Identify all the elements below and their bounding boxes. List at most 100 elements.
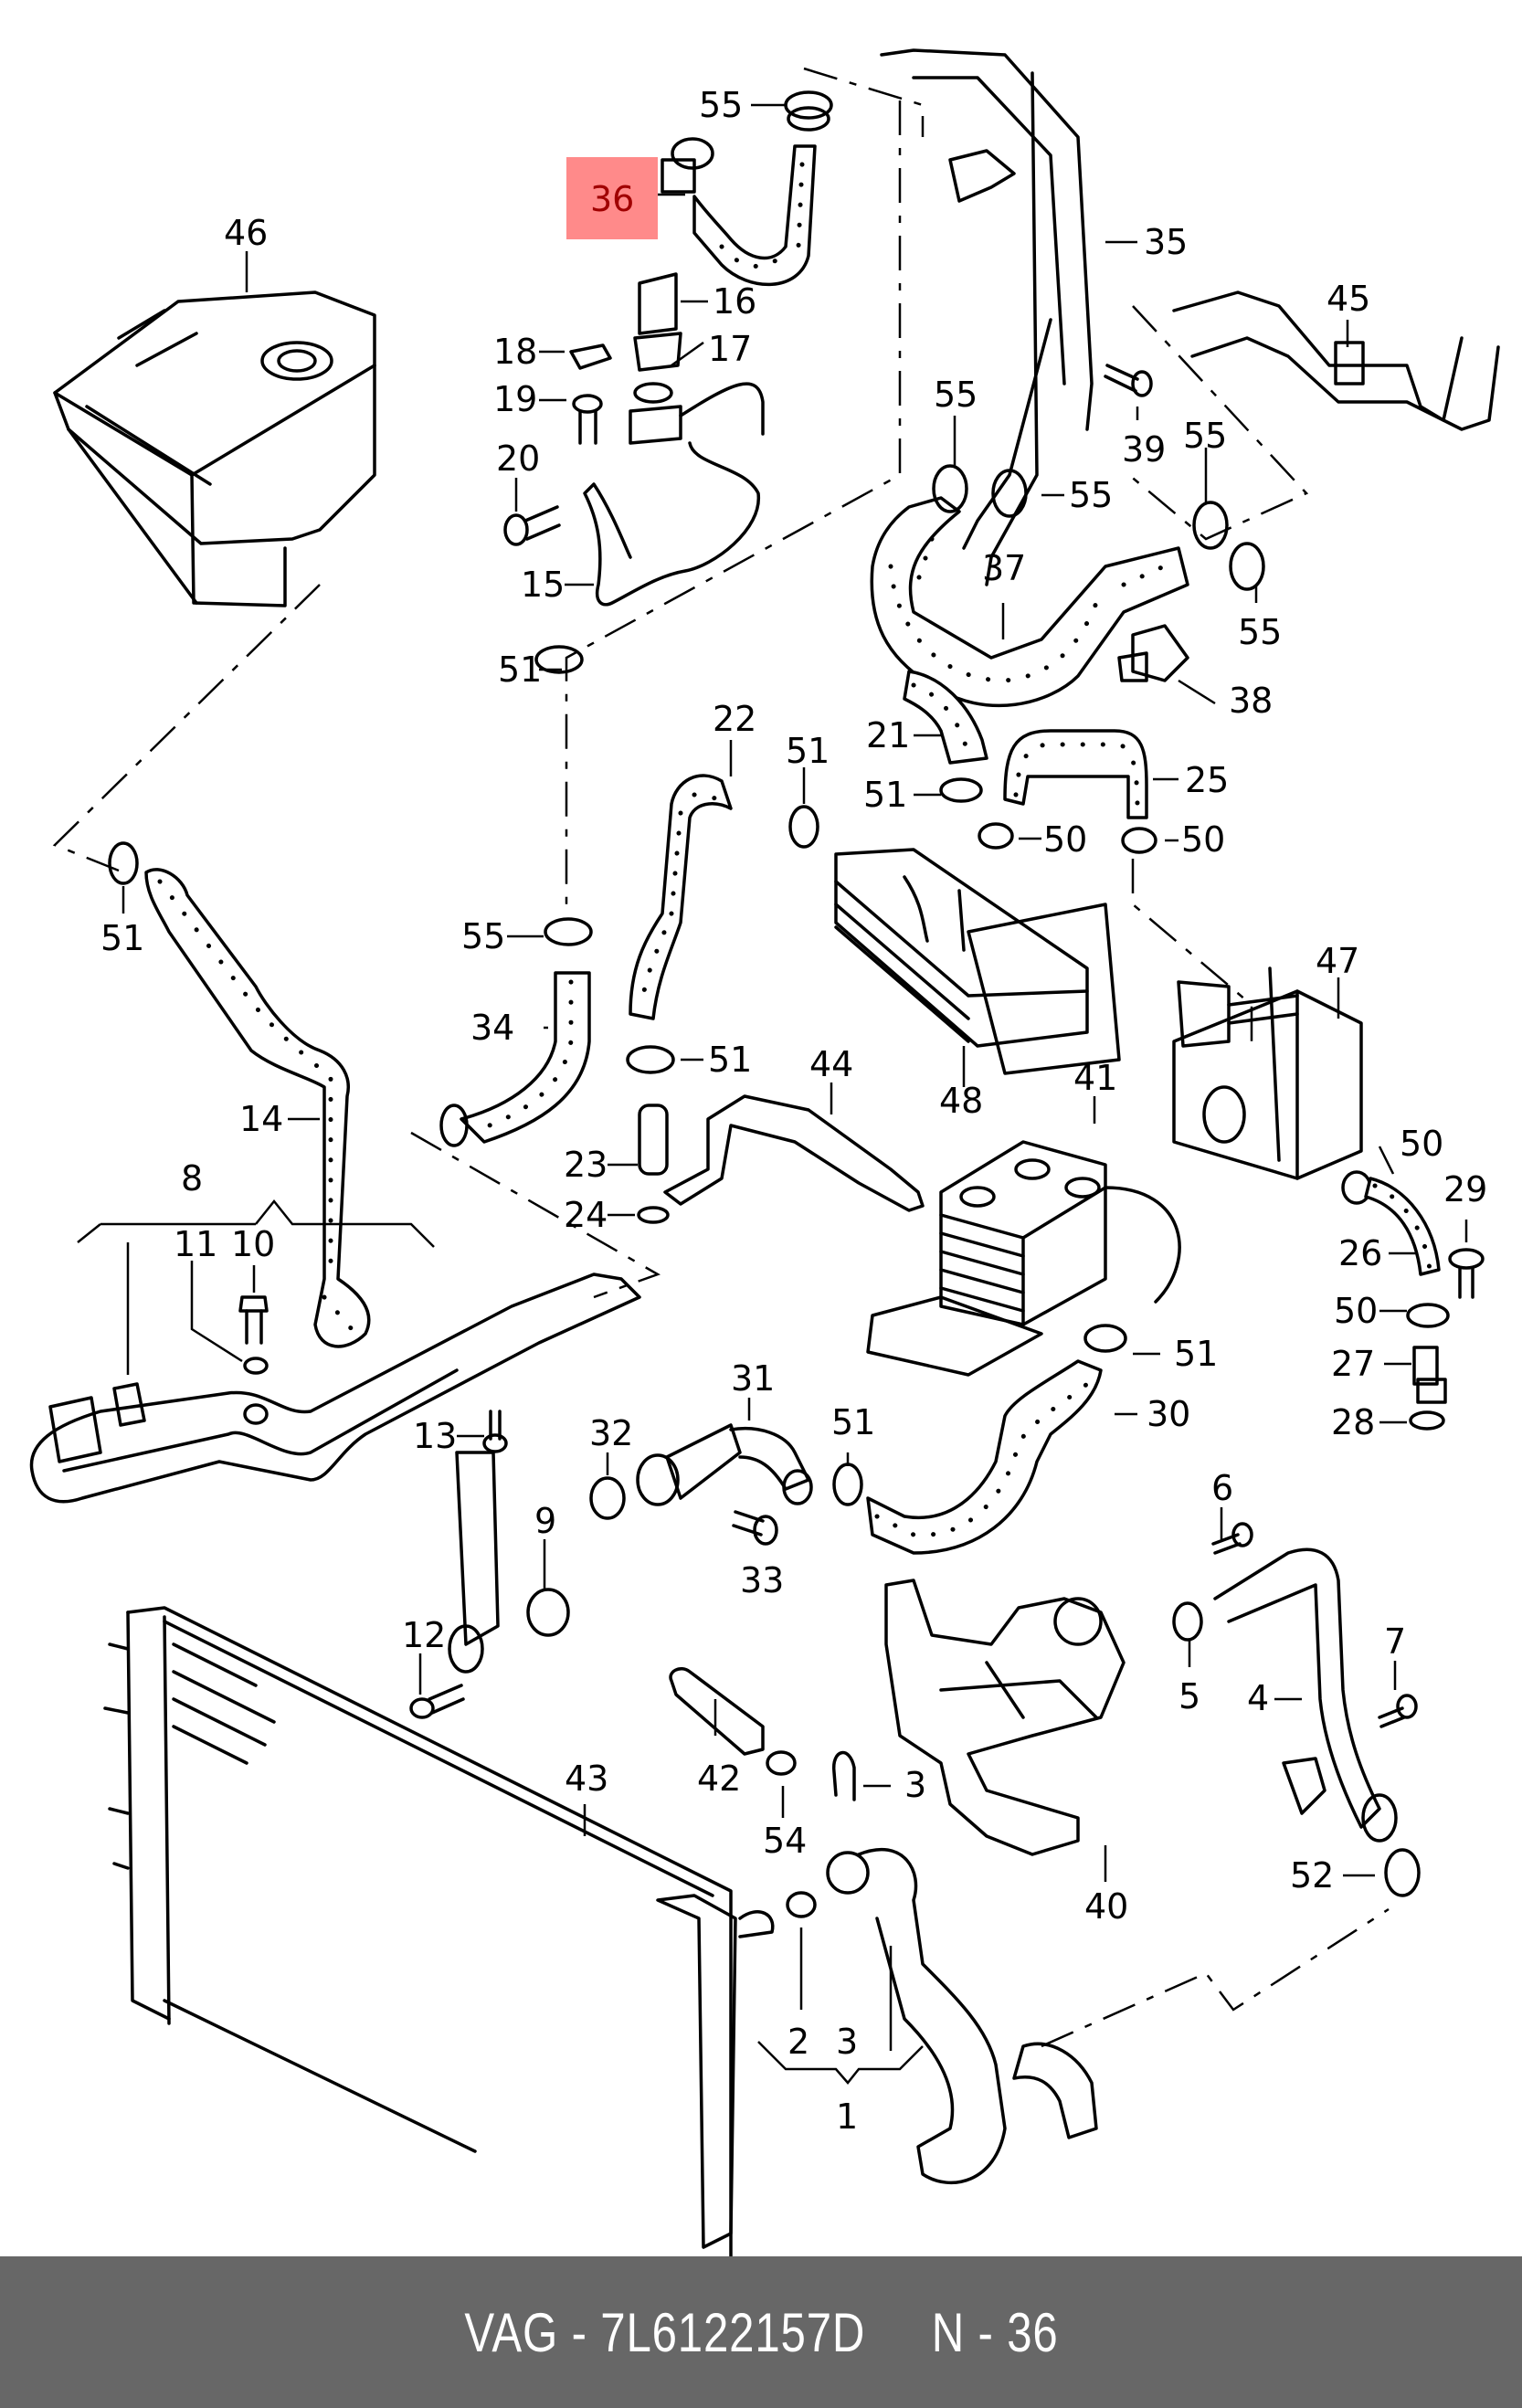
label-55[interactable]: 55 [934,375,978,415]
label-45[interactable]: 45 [1326,279,1370,319]
label-3[interactable]: 3 [904,1765,926,1805]
label-29[interactable]: 29 [1443,1169,1487,1209]
part-46-expansion-tank[interactable] [53,290,376,607]
part-54-clamp[interactable] [766,1750,797,1776]
part-43-radiator[interactable] [103,1606,775,2256]
label-38[interactable]: 38 [1229,681,1273,721]
label-51[interactable]: 51 [786,731,830,771]
label-48[interactable]: 48 [939,1081,983,1121]
label-50[interactable]: 50 [1334,1291,1378,1331]
label-1[interactable]: 1 [836,2096,858,2137]
part-41-oil-cooler[interactable] [866,1140,1181,1377]
part-42-hose[interactable] [669,1667,765,1756]
part-55-clamp[interactable] [784,90,833,132]
label-50[interactable]: 50 [1043,819,1087,860]
label-55[interactable]: 55 [699,85,743,125]
label-5[interactable]: 5 [1178,1676,1200,1716]
label-12[interactable]: 12 [402,1615,446,1655]
label-24[interactable]: 24 [564,1195,608,1235]
part-18-clip[interactable] [569,343,612,370]
label-2[interactable]: 2 [787,2022,809,2062]
part-11-seal[interactable] [243,1357,269,1375]
label-51[interactable]: 51 [708,1040,752,1080]
part-9-seal[interactable] [526,1588,570,1637]
part-23-connector[interactable] [638,1104,669,1176]
label-39[interactable]: 39 [1122,429,1166,470]
label-27[interactable]: 27 [1331,1344,1375,1384]
label-9[interactable]: 9 [534,1501,556,1541]
label-55[interactable]: 55 [461,916,505,956]
part-17-seal[interactable] [633,382,673,404]
label-25[interactable]: 25 [1185,760,1229,800]
part-26-hose[interactable] [1364,1177,1441,1276]
part-36-hose[interactable] [661,137,817,286]
label-50[interactable]: 50 [1181,819,1225,860]
label-52[interactable]: 52 [1290,1855,1334,1896]
label-11[interactable]: 11 [174,1224,217,1264]
label-51[interactable]: 51 [1174,1334,1218,1374]
part-24-seal[interactable] [637,1206,670,1224]
part-28-seal[interactable] [1409,1410,1445,1431]
label-41[interactable]: 41 [1073,1058,1117,1098]
part-37-hose[interactable] [870,496,1189,708]
label-26[interactable]: 26 [1338,1233,1382,1273]
part-1-hose-assembly[interactable] [826,1847,1098,2185]
part-19-bolt[interactable] [572,394,603,445]
label-13[interactable]: 13 [413,1416,457,1456]
part-21-hose[interactable] [903,670,988,765]
label-20[interactable]: 20 [496,438,540,479]
label-3[interactable]: 3 [836,2022,858,2062]
label-55[interactable]: 55 [1069,475,1113,515]
label-6[interactable]: 6 [1211,1468,1233,1508]
label-23[interactable]: 23 [564,1145,608,1185]
label-21[interactable]: 21 [866,715,910,755]
part-4-pipe[interactable] [1213,1547,1398,1843]
part-14-hose[interactable] [144,868,371,1348]
label-7[interactable]: 7 [1384,1621,1406,1662]
part-16-sensor[interactable] [633,272,682,372]
highlighted-part-callout[interactable]: 36 [566,157,658,239]
clamps-51[interactable] [108,645,1127,1506]
part-25-hose[interactable] [1003,729,1148,819]
label-55[interactable]: 55 [1238,612,1282,652]
part-7-bolt[interactable] [1378,1694,1418,1728]
label-51[interactable]: 51 [100,918,144,958]
label-46[interactable]: 46 [224,213,268,253]
clamps-55[interactable] [932,464,1265,591]
part-27-connector[interactable] [1412,1346,1447,1404]
part-20-bolt[interactable] [503,505,561,546]
part-39-bolt[interactable] [1104,364,1153,397]
label-54[interactable]: 54 [763,1821,807,1861]
label-17[interactable]: 17 [708,329,752,369]
part-15-pipe[interactable] [583,382,765,607]
part-47-egr-valve[interactable] [1172,966,1363,1180]
label-42[interactable]: 42 [697,1758,741,1799]
label-19[interactable]: 19 [493,379,537,419]
label-51[interactable]: 51 [863,775,907,815]
label-28[interactable]: 28 [1331,1402,1375,1442]
part-2-seal[interactable] [786,1891,817,1918]
label-14[interactable]: 14 [239,1099,283,1139]
clamps-50[interactable] [978,822,1450,1328]
label-43[interactable]: 43 [565,1758,608,1799]
label-47[interactable]: 47 [1316,941,1359,981]
label-55[interactable]: 55 [1183,416,1227,456]
part-13-bolt[interactable] [482,1410,508,1453]
part-8-pipe-assembly[interactable] [29,1273,641,1504]
part-32-seal[interactable] [589,1476,626,1520]
label-18[interactable]: 18 [493,332,537,372]
part-3-clip[interactable] [832,1750,856,1801]
part-30-hose[interactable] [866,1359,1103,1555]
label-51[interactable]: 51 [498,650,542,690]
label-22[interactable]: 22 [713,699,756,739]
part-52-clamp[interactable] [1384,1848,1421,1897]
label-15[interactable]: 15 [521,565,565,605]
part-48-egr-cooler[interactable] [834,848,1121,1075]
label-50[interactable]: 50 [1400,1124,1443,1164]
part-45-pipe[interactable] [1172,290,1500,431]
label-8[interactable]: 8 [181,1158,203,1199]
part-22-hose[interactable] [629,774,733,1020]
label-16[interactable]: 16 [713,281,756,322]
label-4[interactable]: 4 [1247,1678,1269,1718]
label-51[interactable]: 51 [831,1402,875,1442]
